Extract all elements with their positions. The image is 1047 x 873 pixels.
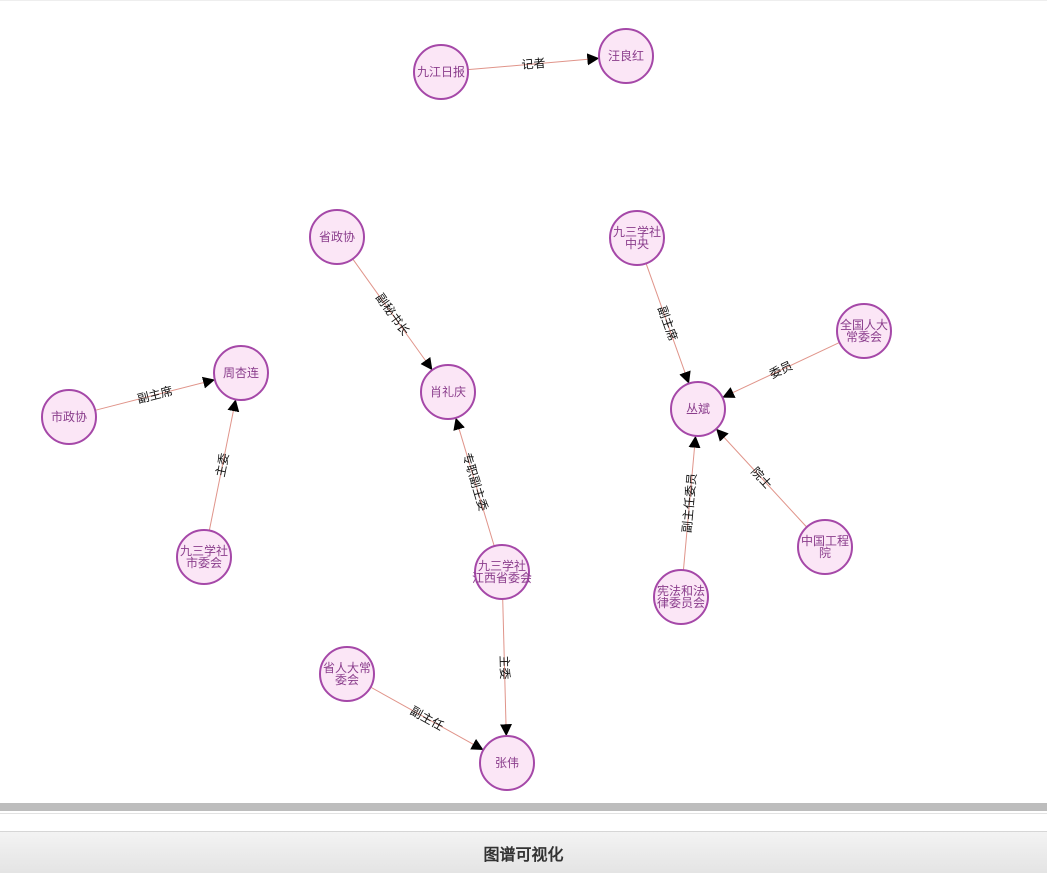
splitter-bar[interactable] bbox=[0, 803, 1047, 811]
node-label: 常委会 bbox=[846, 330, 882, 344]
node-circle[interactable] bbox=[670, 381, 726, 437]
graph-node[interactable]: 九江日报 bbox=[413, 44, 469, 100]
edge-line[interactable] bbox=[467, 53, 600, 71]
graph-node[interactable]: 省政协 bbox=[309, 209, 365, 265]
node-circle[interactable] bbox=[420, 364, 476, 420]
node-circle[interactable] bbox=[479, 735, 535, 791]
edge-line[interactable] bbox=[499, 598, 512, 737]
edge-label: 记者 bbox=[521, 56, 546, 72]
node-label: 张伟 bbox=[495, 756, 519, 770]
edge-label: 专职副主委 bbox=[460, 451, 492, 513]
edge-label: 副主席 bbox=[136, 383, 175, 406]
node-label: 九江日报 bbox=[417, 64, 465, 79]
edge-line[interactable] bbox=[716, 428, 808, 528]
edge-label: 副秘书长 bbox=[373, 291, 412, 338]
node-circle[interactable] bbox=[474, 544, 530, 600]
node-label: 全国人大 bbox=[840, 317, 888, 332]
graph-canvas[interactable]: 记者副秘书长专职副主委副主席委员院士副主任委员副主席主委主委副主任 九江日报汪良… bbox=[0, 0, 1047, 800]
node-circle[interactable] bbox=[319, 646, 375, 702]
node-circle[interactable] bbox=[797, 519, 853, 575]
node-circle[interactable] bbox=[413, 44, 469, 100]
edge-label: 主委 bbox=[213, 452, 231, 478]
node-label: 院 bbox=[819, 546, 831, 560]
graph-node[interactable]: 肖礼庆 bbox=[420, 364, 476, 420]
edge-line[interactable] bbox=[370, 686, 484, 750]
node-label: 市委会 bbox=[186, 555, 222, 570]
node-label: 律委员会 bbox=[657, 596, 705, 610]
node-label: 丛斌 bbox=[686, 402, 710, 416]
edge-line[interactable] bbox=[722, 342, 840, 398]
edge-line[interactable] bbox=[682, 435, 701, 571]
edge-label: 副主任 bbox=[408, 704, 446, 734]
node-label: 宪法和法 bbox=[657, 583, 705, 598]
edge-line[interactable] bbox=[208, 399, 240, 531]
graph-node[interactable]: 市政协 bbox=[41, 389, 97, 445]
node-label: 九三学社 bbox=[180, 543, 228, 558]
edge-label: 副主任委员 bbox=[680, 472, 699, 533]
edge-label: 副主席 bbox=[655, 304, 681, 343]
divider-line bbox=[0, 813, 1047, 814]
edge-line[interactable] bbox=[453, 417, 495, 547]
edge-line[interactable] bbox=[352, 258, 433, 371]
node-label: 市政协 bbox=[51, 409, 87, 424]
edge-line[interactable] bbox=[645, 263, 691, 384]
footer-title: 图谱可视化 bbox=[483, 844, 564, 864]
node-label: 九三学社 bbox=[478, 558, 526, 573]
node-label: 江西省委会 bbox=[472, 571, 532, 585]
graph-node[interactable]: 张伟 bbox=[479, 735, 535, 791]
node-label: 省政协 bbox=[319, 229, 355, 244]
node-label: 委会 bbox=[335, 673, 359, 687]
footer-bar: 图谱可视化 bbox=[0, 831, 1047, 873]
node-label: 汪良红 bbox=[608, 48, 644, 63]
node-circle[interactable] bbox=[653, 569, 709, 625]
nodes-layer: 九江日报汪良红省政协肖礼庆九三学社中央全国人大常委会丛斌市政协周杏连九三学社市委… bbox=[41, 28, 892, 791]
node-label: 周杏连 bbox=[223, 365, 259, 380]
graph-node[interactable]: 丛斌 bbox=[670, 381, 726, 437]
node-circle[interactable] bbox=[598, 28, 654, 84]
node-circle[interactable] bbox=[213, 345, 269, 401]
node-circle[interactable] bbox=[309, 209, 365, 265]
node-circle[interactable] bbox=[836, 303, 892, 359]
node-circle[interactable] bbox=[41, 389, 97, 445]
node-label: 中国工程 bbox=[801, 533, 849, 548]
edge-label: 主委 bbox=[497, 655, 512, 679]
node-circle[interactable] bbox=[176, 529, 232, 585]
edge-label: 委员 bbox=[767, 359, 795, 382]
graph-node[interactable]: 周杏连 bbox=[213, 345, 269, 401]
node-label: 肖礼庆 bbox=[430, 384, 466, 399]
node-label: 省人大常 bbox=[323, 661, 371, 675]
edge-line[interactable] bbox=[95, 376, 216, 411]
node-label: 九三学社 bbox=[613, 224, 661, 239]
node-label: 中央 bbox=[625, 236, 649, 251]
graph-node[interactable]: 汪良红 bbox=[598, 28, 654, 84]
node-circle[interactable] bbox=[609, 210, 665, 266]
